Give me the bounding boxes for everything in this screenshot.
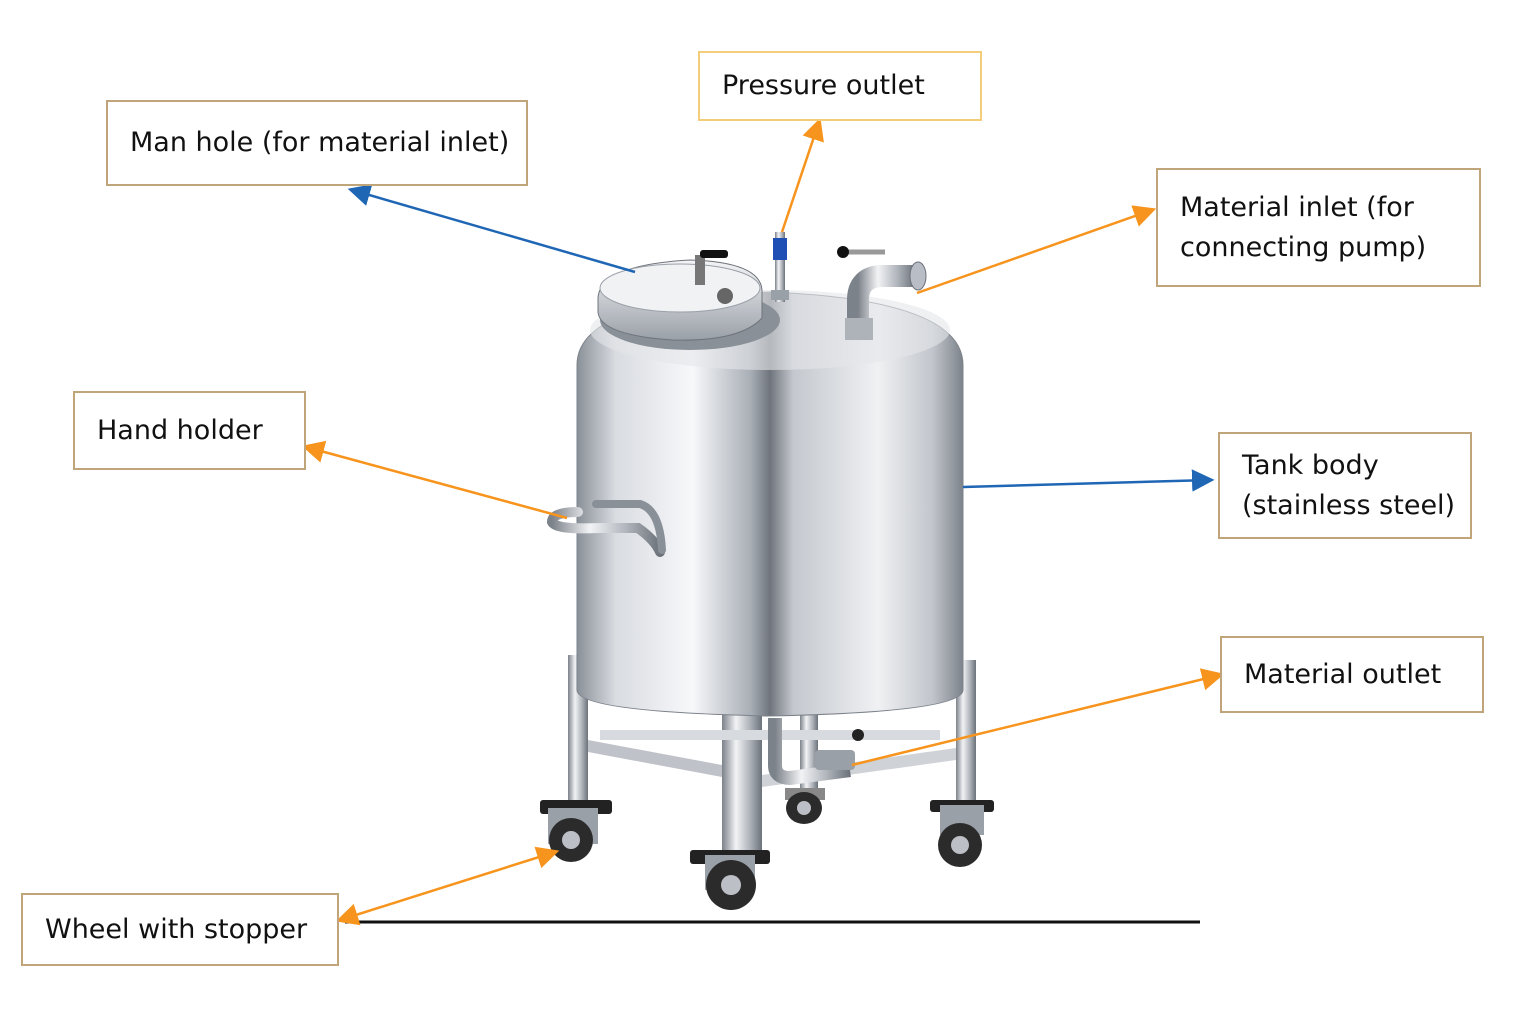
label-material-inlet-line2: connecting pump) — [1180, 231, 1427, 263]
arrow-tank-body — [962, 469, 1215, 492]
label-pressure-outlet: Pressure outlet — [698, 51, 982, 121]
arrow-man-hole — [347, 184, 636, 274]
label-man-hole-text: Man hole (for material inlet) — [130, 127, 510, 158]
outlet-pipe — [768, 718, 851, 786]
outlet-valve-knob — [852, 729, 864, 741]
frame-bar — [588, 740, 722, 777]
label-tank-body-line2: (stainless steel) — [1242, 489, 1456, 521]
label-wheel-stopper-text: Wheel with stopper — [45, 913, 308, 945]
label-man-hole: Man hole (for material inlet) — [106, 100, 528, 186]
wheel — [540, 800, 612, 862]
label-material-inlet-line1: Material inlet (for — [1180, 191, 1414, 223]
label-pressure-outlet-text: Pressure outlet — [722, 70, 925, 101]
wheel — [930, 800, 994, 867]
label-tank-body: Tank body (stainless steel) — [1218, 432, 1472, 539]
outlet-valve — [815, 750, 855, 770]
label-material-outlet: Material outlet — [1220, 636, 1484, 713]
frame-leg — [956, 660, 976, 805]
label-hand-holder-text: Hand holder — [97, 414, 263, 446]
label-hand-holder: Hand holder — [73, 391, 306, 470]
wheel — [690, 850, 770, 910]
wheel — [785, 788, 825, 824]
arrow-hand-holder — [301, 440, 568, 520]
label-wheel-stopper: Wheel with stopper — [21, 893, 339, 966]
inlet-elbow — [847, 265, 915, 335]
arrow-wheel-stopper — [335, 846, 560, 926]
arrow-material-outlet — [851, 668, 1225, 767]
arrow-pressure-outlet — [780, 117, 824, 233]
label-tank-body-line1: Tank body — [1242, 449, 1379, 481]
tank-illustration — [540, 232, 994, 910]
label-material-inlet: Material inlet (for connecting pump) — [1156, 168, 1481, 287]
arrow-material-inlet — [916, 205, 1157, 295]
label-material-outlet-text: Material outlet — [1244, 658, 1442, 690]
pressure-valve — [775, 232, 785, 302]
